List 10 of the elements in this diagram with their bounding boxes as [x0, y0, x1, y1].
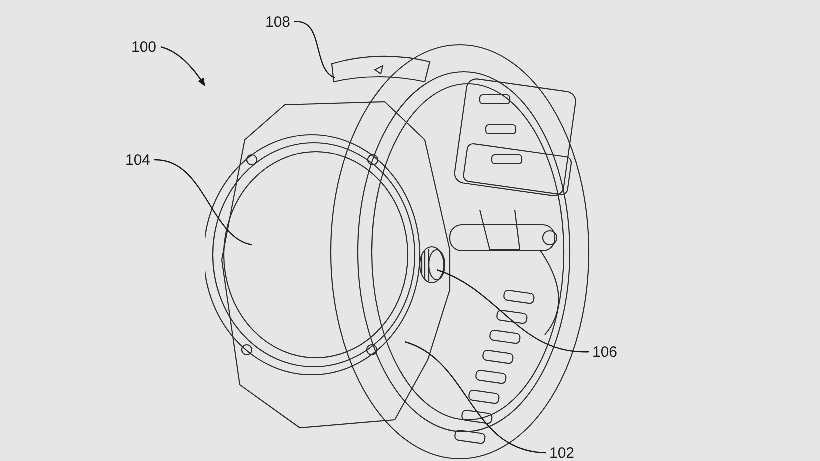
callout-number: 102 — [549, 446, 575, 460]
callout-number: 106 — [592, 344, 618, 360]
leader-line — [404, 341, 546, 454]
leader-line — [436, 269, 590, 353]
leader-line — [294, 21, 336, 79]
callout-number: 100 — [131, 40, 157, 54]
arrow — [160, 46, 206, 87]
callout-number: 108 — [265, 14, 291, 30]
callout-number: 104 — [125, 152, 151, 168]
leader-line — [154, 159, 252, 246]
